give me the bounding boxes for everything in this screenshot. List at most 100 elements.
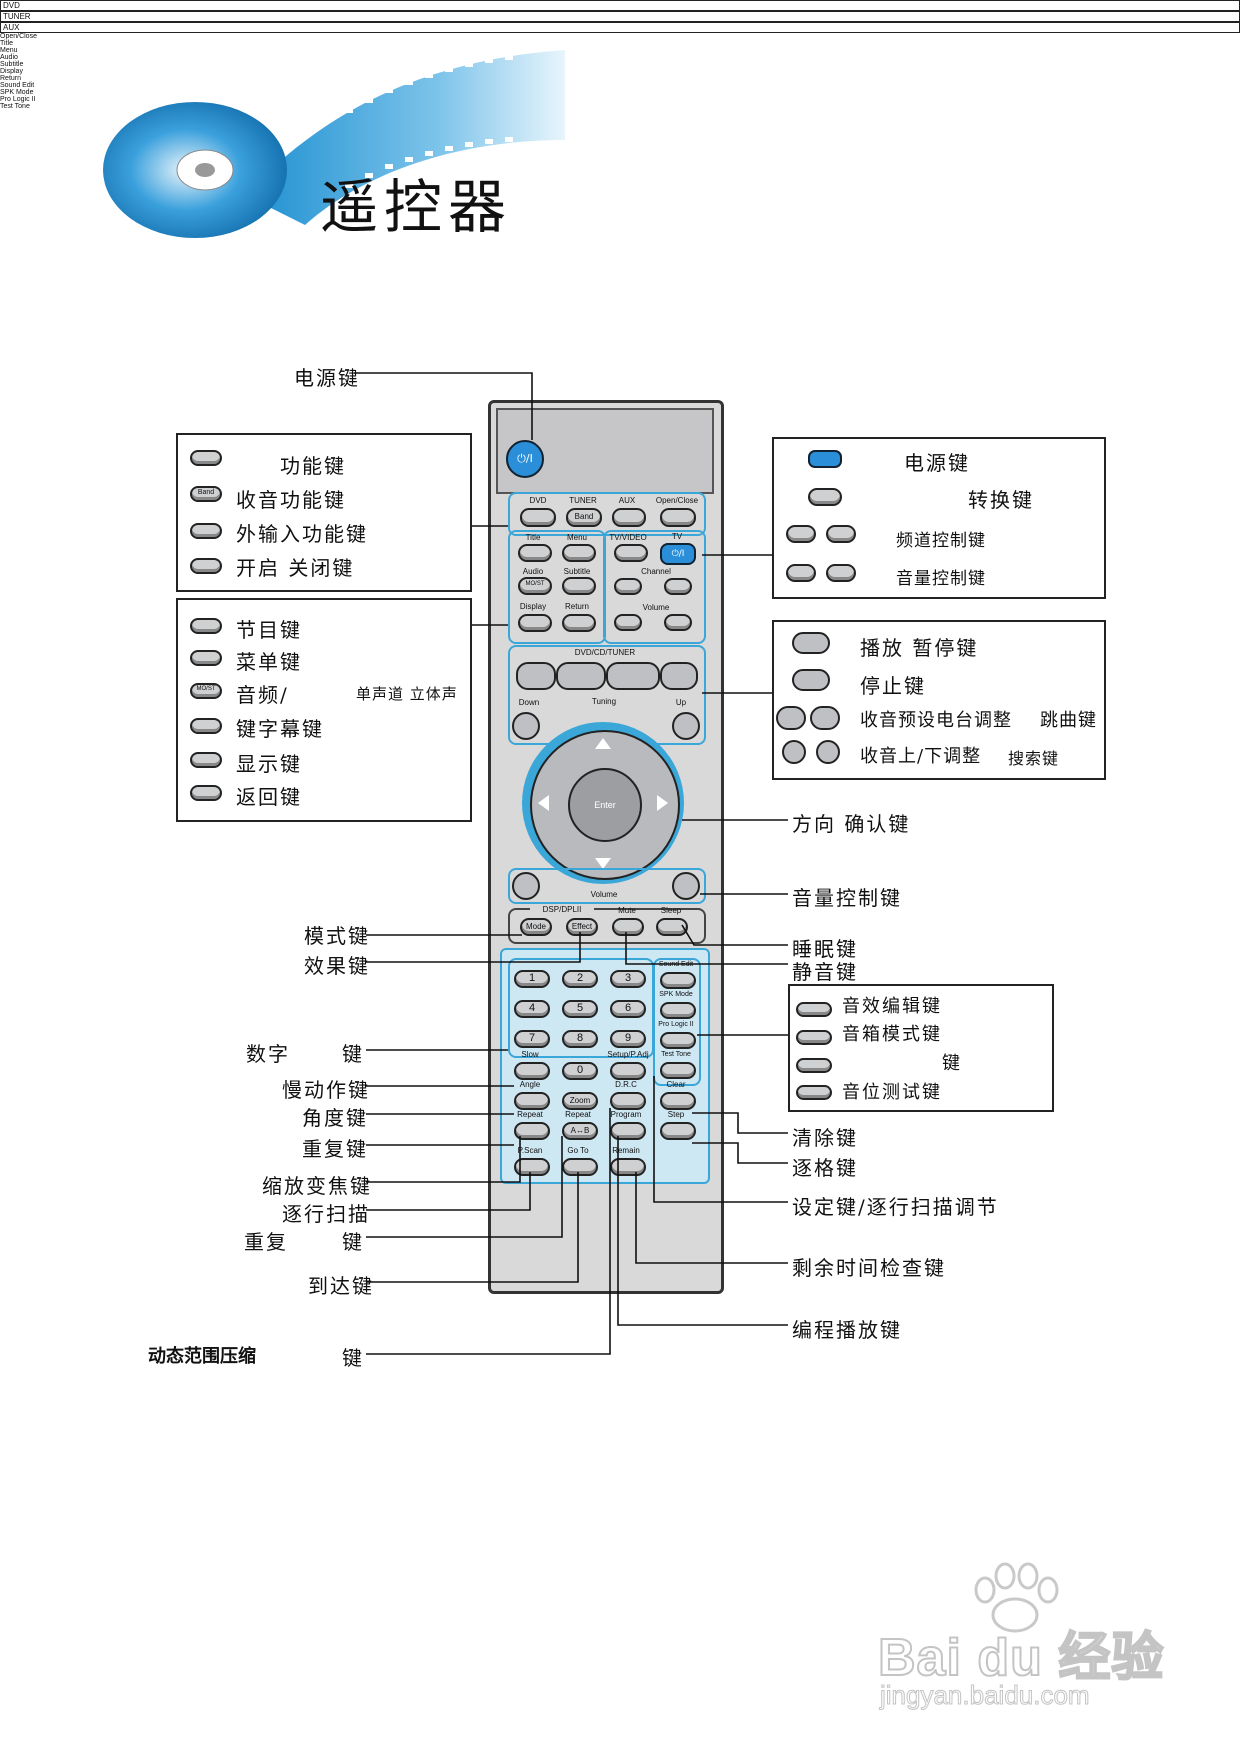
sound-group	[653, 958, 701, 1086]
next-track-button[interactable]	[660, 662, 698, 690]
channel-down-button[interactable]	[614, 578, 642, 595]
pro-logic-button[interactable]	[660, 1032, 696, 1049]
play-extra-0: 跳曲键	[1040, 710, 1097, 731]
tv-volume-down-button[interactable]	[614, 614, 642, 631]
power-button[interactable]: ⏻/I	[506, 440, 544, 478]
mo-st-label: MO/ST	[525, 581, 545, 587]
menu-item-0: 节目键	[236, 618, 302, 642]
prev-track-button[interactable]	[516, 662, 556, 690]
tuner-band-button[interactable]: Band	[566, 508, 602, 527]
pro-logic-label: Pro Logic II	[658, 1021, 694, 1028]
tv-item-2: 频道控制键	[896, 531, 986, 551]
zoom-label: Zoom	[569, 1096, 591, 1105]
tv-item-0: 电源键	[904, 451, 970, 475]
arrow-left-icon[interactable]	[538, 795, 549, 811]
stop-button[interactable]	[556, 662, 606, 690]
mode-button[interactable]: Mode	[520, 918, 552, 936]
spk-mode-button[interactable]	[660, 1002, 696, 1019]
digits-key-callout: 键	[342, 1042, 364, 1066]
repeat-button[interactable]	[514, 1122, 550, 1140]
goto-button[interactable]	[562, 1158, 598, 1176]
page-title: 遥控器	[320, 173, 513, 241]
digit-5-button[interactable]: 5	[562, 1000, 598, 1018]
menu-icon-menu: Menu	[0, 47, 18, 54]
effect-button[interactable]: Effect	[566, 918, 598, 936]
tv-volume-up-button[interactable]	[664, 614, 692, 631]
pscan-button[interactable]	[514, 1158, 550, 1176]
channel-up-button[interactable]	[664, 578, 692, 595]
digit-1-button[interactable]: 1	[514, 970, 550, 988]
dvd-button[interactable]	[520, 508, 556, 527]
test-tone-button[interactable]	[660, 1062, 696, 1079]
function-band-text: Band	[197, 489, 215, 496]
drc-key-callout: 键	[342, 1346, 364, 1370]
repeat-ab-button[interactable]: A↔B	[562, 1122, 598, 1140]
setup-callout: 设定键/逐行扫描调节	[792, 1195, 999, 1219]
arrow-up-icon[interactable]	[595, 738, 611, 749]
fast-forward-button[interactable]	[672, 712, 700, 740]
tv-video-button[interactable]	[614, 544, 648, 562]
menu-display-key-icon	[190, 752, 222, 768]
step-button[interactable]	[660, 1122, 696, 1140]
enter-button[interactable]: Enter	[568, 768, 642, 842]
aux-label: AUX	[618, 496, 636, 505]
digit-8-button[interactable]: 8	[562, 1030, 598, 1048]
rewind-button[interactable]	[512, 712, 540, 740]
tuning-label: Tuning	[591, 697, 617, 706]
angle-button[interactable]	[514, 1092, 550, 1110]
menu-item-4: 显示键	[236, 752, 302, 776]
tv-power-button[interactable]: ⏻/I	[660, 543, 696, 565]
function-item-0: 功能键	[280, 454, 346, 478]
sleep-button[interactable]	[656, 918, 688, 936]
spk-mode-label: SPK Mode	[659, 991, 693, 998]
remain-callout: 剩余时间检查键	[792, 1256, 946, 1280]
menu-label: Menu	[566, 533, 587, 542]
mute-button[interactable]	[612, 918, 644, 936]
sound-icon-label-0: Sound Edit	[0, 82, 35, 89]
sound-edit-button[interactable]	[660, 972, 696, 989]
digit-2-button[interactable]: 2	[562, 970, 598, 988]
function-tuner-key-icon: Band	[190, 486, 222, 502]
menu-group	[508, 530, 606, 644]
menu-button[interactable]	[562, 544, 596, 562]
return-button[interactable]	[562, 614, 596, 632]
display-button[interactable]	[518, 614, 552, 632]
digit-9-button[interactable]: 9	[610, 1030, 646, 1048]
arrow-right-icon[interactable]	[657, 795, 668, 811]
slow-label: Slow	[521, 1050, 539, 1059]
slow-button[interactable]	[514, 1062, 550, 1080]
digit-0-button[interactable]: 0	[562, 1062, 598, 1080]
aux-button[interactable]	[612, 508, 646, 527]
title-button[interactable]	[518, 544, 552, 562]
watermark-url: jingyan.baidu.com	[880, 1680, 1091, 1711]
remain-button[interactable]	[610, 1158, 646, 1176]
header-graphic	[103, 50, 565, 238]
audio-button[interactable]: MO/ST	[518, 577, 552, 595]
sound-keys-box	[788, 984, 1054, 1112]
digit-3-button[interactable]: 3	[610, 970, 646, 988]
open-close-button[interactable]	[660, 508, 696, 527]
digit-7-button[interactable]: 7	[514, 1030, 550, 1048]
tv-label: TV	[671, 532, 683, 541]
drc-button[interactable]	[610, 1092, 646, 1110]
setup-button[interactable]	[610, 1062, 646, 1080]
volume-up-button[interactable]	[672, 872, 700, 900]
volume-label: Volume	[590, 890, 618, 899]
tuner-label: TUNER	[569, 496, 597, 505]
digit-6-button[interactable]: 6	[610, 1000, 646, 1018]
play-pause-button[interactable]	[606, 662, 660, 690]
dsp-label: DSP/DPLII	[530, 905, 594, 914]
zoom-button[interactable]: Zoom	[562, 1092, 598, 1110]
clear-button[interactable]	[660, 1092, 696, 1110]
dvd-cd-tuner-label: DVD/CD/TUNER	[574, 648, 636, 657]
digit-4-button[interactable]: 4	[514, 1000, 550, 1018]
menu-icon-audio: Audio	[0, 54, 18, 61]
paw-logo-icon	[974, 1562, 1059, 1633]
volume-down-button[interactable]	[512, 872, 540, 900]
program-button[interactable]	[610, 1122, 646, 1140]
arrow-down-icon[interactable]	[595, 858, 611, 869]
test-tone-icon	[796, 1085, 832, 1100]
subtitle-button[interactable]	[562, 577, 596, 595]
drc-label: D.R.C	[615, 1080, 637, 1089]
